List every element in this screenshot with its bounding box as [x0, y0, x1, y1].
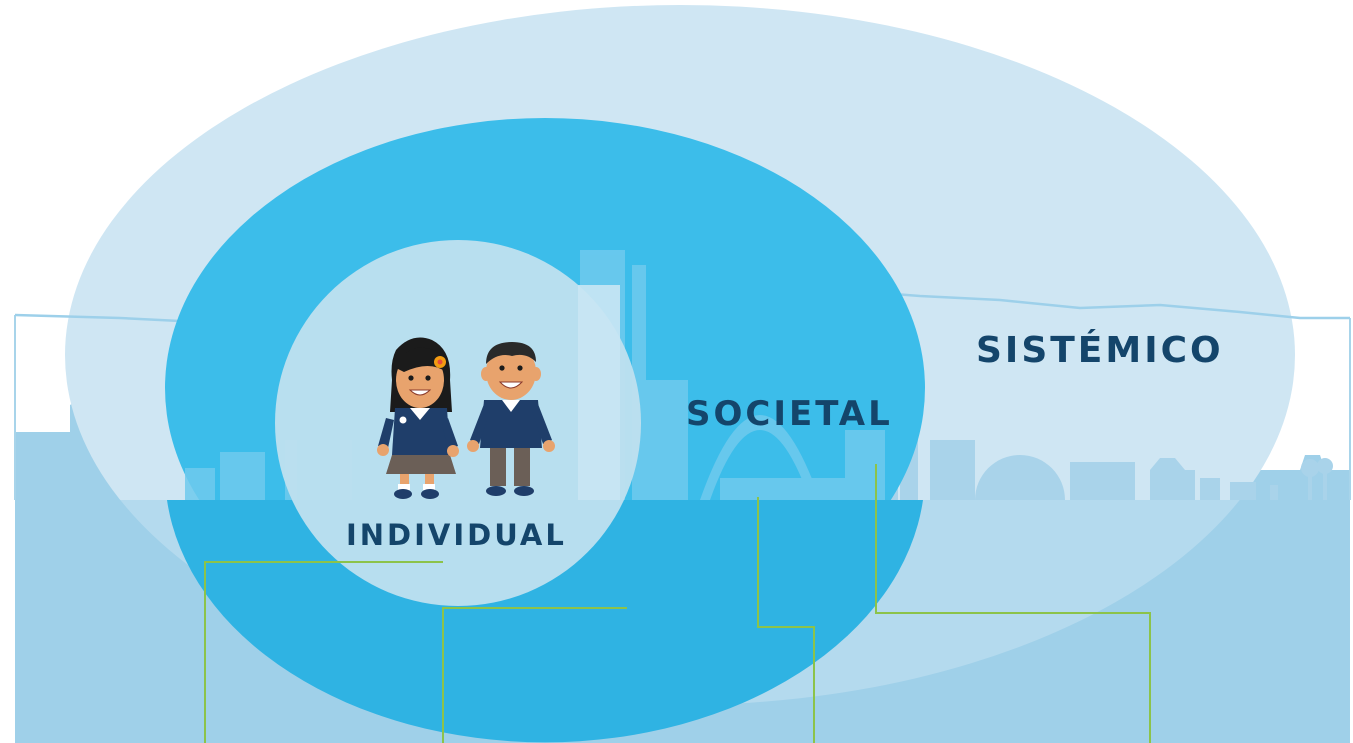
connector-line-societal: [757, 497, 815, 743]
inner-building-shadow: [578, 285, 620, 500]
connector-line-individual: [204, 561, 443, 743]
label-societal: SOCIETAL: [686, 394, 893, 434]
boy-student-illustration: [467, 342, 555, 496]
connector-lines: [204, 464, 1151, 743]
inner-circle-individual: [275, 240, 641, 606]
girl-student-illustration: [377, 337, 459, 499]
connector-line-sistemico: [875, 464, 1151, 743]
label-sistemico: SISTÉMICO: [976, 330, 1224, 371]
label-individual: INDIVIDUAL: [346, 518, 567, 552]
connector-line-inner-ring: [442, 607, 627, 743]
